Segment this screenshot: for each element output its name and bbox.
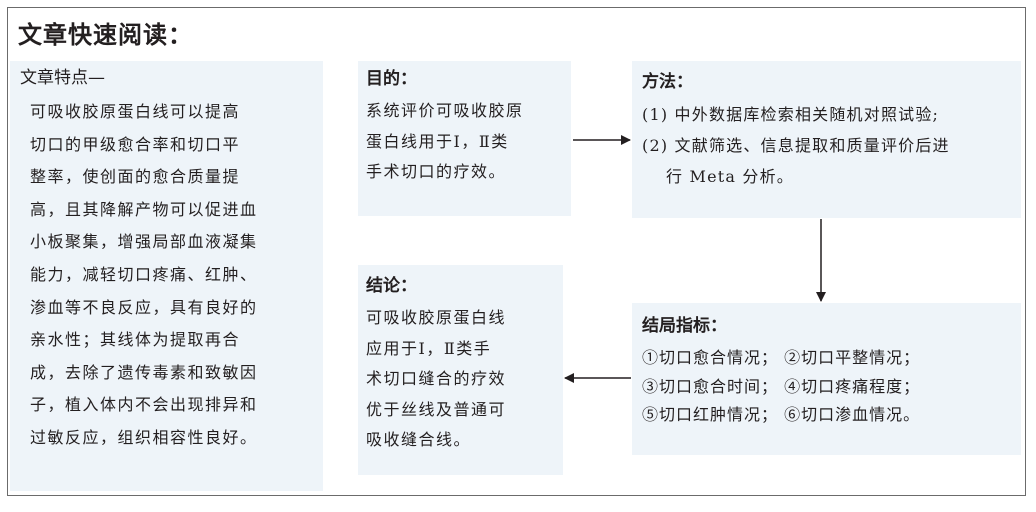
outcomes-box: 结局指标： ①切口愈合情况； ②切口平整情况； ③切口愈合时间； ④切口疼痛程度… <box>632 303 1021 455</box>
features-text: 可吸收胶原蛋白线可以提高 切口的甲级愈合率和切口平 整率，使创面的愈合质量提 高… <box>30 96 323 455</box>
page-title: 文章快速阅读： <box>18 21 193 49</box>
outcomes-line: ①切口愈合情况； ②切口平整情况； <box>642 348 921 367</box>
features-line: 可吸收胶原蛋白线可以提高 <box>30 102 241 121</box>
outcomes-title: 结局指标： <box>642 316 727 336</box>
conclusion-line: 吸收缝合线。 <box>366 430 472 449</box>
objective-text: 系统评价可吸收胶原 蛋白线用于Ⅰ，Ⅱ类 手术切口的疗效。 <box>366 96 571 188</box>
features-title: 文章特点— <box>20 68 105 88</box>
methods-box: 方法： (1) 中外数据库检索相关随机对照试验; (2) 文献筛选、信息提取和质… <box>632 61 1021 218</box>
conclusion-line: 可吸收胶原蛋白线 <box>366 308 507 327</box>
features-line: 能力，减轻切口疼痛、红肿、 <box>30 264 258 284</box>
objective-title: 目的： <box>366 69 417 89</box>
objective-line: 蛋白线用于Ⅰ，Ⅱ类 <box>366 131 509 151</box>
methods-line: 行 Meta 分析。 <box>666 167 794 186</box>
conclusion-box: 结论： 可吸收胶原蛋白线 应用于Ⅰ，Ⅱ类手 术切口缝合的疗效 优于丝线及普通可 … <box>358 265 563 475</box>
features-line: 过敏反应，组织相容性良好。 <box>30 427 258 447</box>
features-line: 亲水性；其线体为提取再合 <box>30 330 241 350</box>
outcomes-text: ①切口愈合情况； ②切口平整情况； ③切口愈合时间； ④切口疼痛程度； ⑤切口红… <box>642 344 1021 430</box>
objective-box: 目的： 系统评价可吸收胶原 蛋白线用于Ⅰ，Ⅱ类 手术切口的疗效。 <box>358 61 571 216</box>
features-line: 小板聚集，增强局部血液凝集 <box>30 232 258 252</box>
features-line: 渗血等不良反应，具有良好的 <box>30 297 258 317</box>
features-line: 切口的甲级愈合率和切口平 <box>30 134 241 154</box>
conclusion-title: 结论： <box>366 276 417 296</box>
conclusion-line: 应用于Ⅰ，Ⅱ类手 <box>366 338 492 358</box>
methods-title: 方法： <box>642 72 693 92</box>
objective-line: 手术切口的疗效。 <box>366 162 507 181</box>
features-line: 整率，使创面的愈合质量提 <box>30 167 241 187</box>
features-line: 子，植入体内不会出现排异和 <box>30 395 258 415</box>
conclusion-line: 术切口缝合的疗效 <box>366 369 507 388</box>
conclusion-line: 优于丝线及普通可 <box>366 399 507 419</box>
features-box: 文章特点— 可吸收胶原蛋白线可以提高 切口的甲级愈合率和切口平 整率，使创面的愈… <box>10 61 323 491</box>
objective-line: 系统评价可吸收胶原 <box>366 101 524 120</box>
features-line: 高，且其降解产物可以促进血 <box>30 199 258 219</box>
methods-text: (1) 中外数据库检索相关随机对照试验; (2) 文献筛选、信息提取和质量评价后… <box>642 99 1021 192</box>
outcomes-line: ③切口愈合时间； ④切口疼痛程度； <box>642 376 921 396</box>
outcomes-line: ⑤切口红肿情况； ⑥切口渗血情况。 <box>642 405 921 424</box>
methods-line: (2) 文献筛选、信息提取和质量评价后进 <box>642 136 950 155</box>
features-line: 成，去除了遗传毒素和致敏因 <box>30 362 258 382</box>
conclusion-text: 可吸收胶原蛋白线 应用于Ⅰ，Ⅱ类手 术切口缝合的疗效 优于丝线及普通可 吸收缝合… <box>366 303 563 456</box>
methods-line: (1) 中外数据库检索相关随机对照试验; <box>642 105 940 124</box>
